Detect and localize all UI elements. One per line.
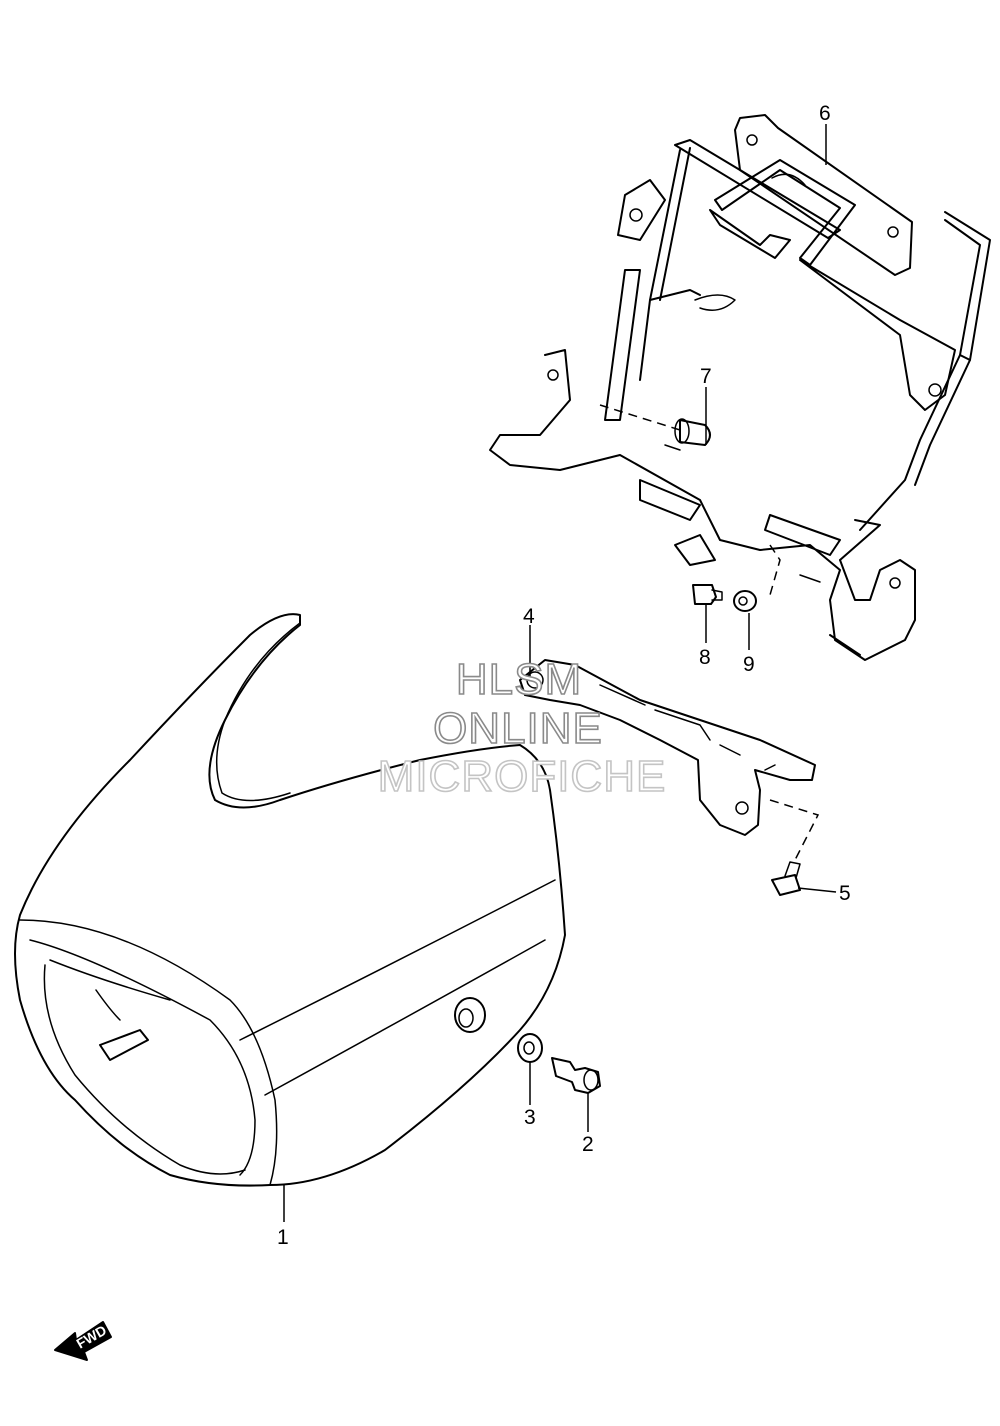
callout-1: 1 — [277, 1226, 289, 1249]
callout-7: 7 — [700, 365, 712, 388]
washer-3 — [517, 1033, 543, 1063]
callout-4: 4 — [523, 605, 535, 628]
callout-5: 5 — [839, 882, 851, 905]
collar-9 — [733, 544, 781, 612]
grommet-pin — [599, 404, 711, 446]
watermark-line-2: ONLINE — [433, 704, 603, 753]
callout-3: 3 — [524, 1106, 536, 1129]
headlight-bracket-frame — [489, 114, 991, 661]
bolt-5 — [769, 799, 820, 896]
watermark-line-3: MICROFICHE — [378, 752, 667, 801]
watermark: HLSM ONLINE MICROFICHE — [377, 654, 667, 802]
callout-6: 6 — [819, 102, 831, 125]
leader-lines — [283, 124, 837, 1222]
headlight-stay-bracket — [519, 659, 816, 836]
fwd-arrow-icon: FWD — [54, 1321, 112, 1361]
headlight-housing — [14, 613, 566, 1187]
bolt-8 — [692, 584, 723, 605]
callout-labels: 1 2 3 4 5 6 7 8 9 — [277, 102, 851, 1249]
callout-9: 9 — [743, 653, 755, 676]
watermark-line-1: HLSM — [456, 655, 582, 704]
callout-2: 2 — [582, 1133, 594, 1156]
callout-8: 8 — [699, 646, 711, 669]
bolt-2 — [551, 1057, 601, 1094]
